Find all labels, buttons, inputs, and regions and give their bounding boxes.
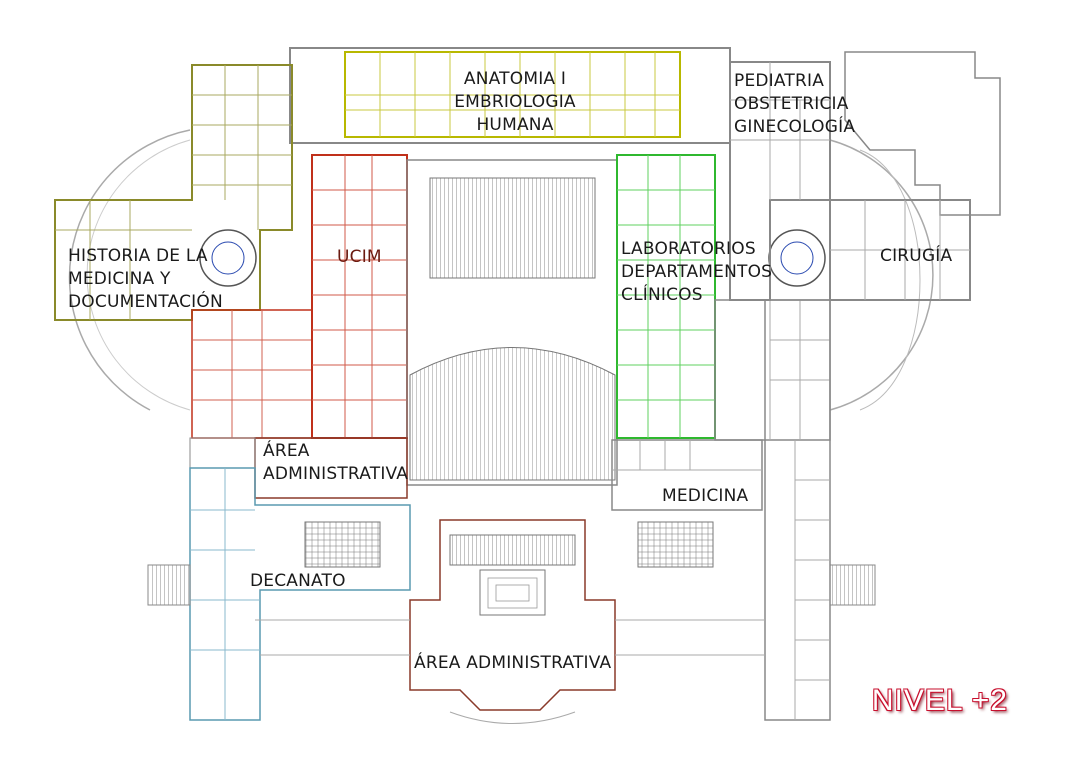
east-stair <box>829 564 876 606</box>
west-stair <box>147 564 191 606</box>
east-rotunda <box>768 229 826 287</box>
label-pediatria: PEDIATRIA OBSTETRICIA GINECOLOGÍA <box>734 71 856 137</box>
label-area-admin-bottom: ÁREA ADMINISTRATIVA <box>414 653 612 673</box>
central-stair <box>449 534 576 566</box>
medicina-block <box>611 439 763 511</box>
courtyard-hatch-top <box>429 177 596 279</box>
label-ucim: UCIM <box>337 247 382 267</box>
decanato-wing <box>189 467 411 721</box>
label-anatomia: ANATOMIA I EMBRIOLOGIA HUMANA <box>454 69 576 135</box>
west-curved-wing-inner <box>86 139 191 411</box>
label-historia: HISTORIA DE LA MEDICINA Y DOCUMENTACIÓN <box>68 246 223 312</box>
label-laboratorios: LABORATORIOS DEPARTAMENTOS CLÍNICOS <box>621 239 773 305</box>
label-decanato: DECANATO <box>250 571 346 591</box>
floor-level-label: NIVEL +2 <box>871 684 1008 717</box>
cirugia-wing <box>829 199 971 301</box>
west-red-wing <box>191 309 313 439</box>
label-area-admin-left: ÁREA ADMINISTRATIVA <box>263 441 409 484</box>
courtyard-dome <box>409 347 616 481</box>
east-long-wing <box>764 299 831 721</box>
east-curved-wing <box>829 139 934 411</box>
west-curved-wing <box>68 129 191 411</box>
west-small-courtyard <box>304 521 381 568</box>
ne-annex <box>844 51 1001 216</box>
east-corridor <box>714 299 831 441</box>
east-curved-wing-inner <box>859 149 921 411</box>
west-rotunda <box>199 229 257 287</box>
ucim-block <box>311 154 408 439</box>
south-entrance <box>409 519 616 711</box>
laboratorios-block <box>616 154 716 439</box>
east-small-courtyard <box>637 521 714 568</box>
label-medicina: MEDICINA <box>662 486 749 506</box>
label-cirugia: CIRUGÍA <box>880 246 953 266</box>
